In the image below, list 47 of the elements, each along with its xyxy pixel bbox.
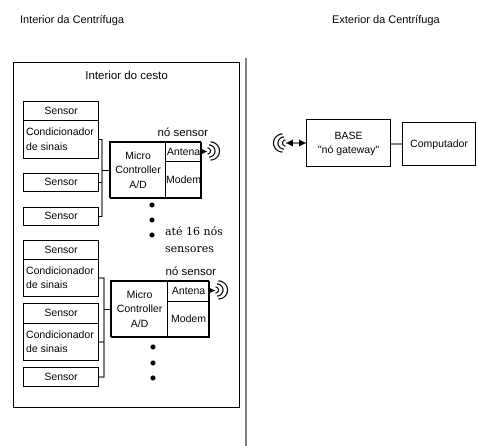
component-box (23, 303, 99, 324)
component-box (167, 301, 210, 338)
component-box (110, 142, 166, 199)
node-label: Sensor (44, 104, 78, 118)
node-label: Antena (172, 284, 206, 299)
node-label: Condicionador de sinais (26, 125, 95, 154)
node-label: Sensor (44, 175, 78, 190)
component-box (23, 101, 99, 121)
basket-panel (13, 62, 240, 408)
component-box (165, 161, 202, 199)
node-label: BASE (334, 128, 362, 143)
arrow (286, 140, 306, 146)
node-heading: nó sensor (157, 126, 208, 141)
node-label: Sensor (44, 306, 78, 321)
radio-waves-icon (207, 141, 219, 161)
header-text: Exterior da Centrífuga (332, 13, 440, 28)
radio-waves-icon (274, 133, 286, 153)
node-label: Sensor (44, 370, 78, 384)
node-label: Interior do cesto (85, 69, 168, 84)
component-box (23, 173, 99, 192)
node-label: Condicionador de sinais (26, 328, 95, 356)
node-label: Computador (410, 136, 468, 152)
node-label: Micro Controller A/D (114, 149, 162, 192)
component-box (167, 281, 210, 302)
radio-waves-icon (215, 280, 227, 300)
node-label: Sensor (44, 209, 78, 224)
connector-line (98, 170, 110, 217)
arrow (208, 287, 216, 294)
component-box (23, 120, 99, 159)
node-label: Condicionador de sinais (26, 264, 95, 292)
node-label: Antena (166, 144, 200, 160)
component-box (402, 122, 476, 166)
node-label: "nó gateway" (318, 143, 380, 158)
component-box (23, 367, 99, 387)
component-box (23, 240, 99, 260)
component-box (306, 119, 391, 167)
note-text: até 16 nós sensores (165, 224, 224, 256)
node-label: Micro Controller A/D (116, 288, 164, 331)
node-label: Modem (166, 172, 202, 188)
node-heading: nó sensor (165, 265, 216, 280)
node-label: Modem (170, 312, 206, 327)
connector-line (98, 309, 112, 378)
node-label: Sensor (44, 242, 78, 258)
arrow (200, 148, 208, 155)
header-text: Interior da Centrífuga (20, 13, 124, 28)
component-box (111, 281, 168, 338)
component-box (23, 207, 99, 226)
